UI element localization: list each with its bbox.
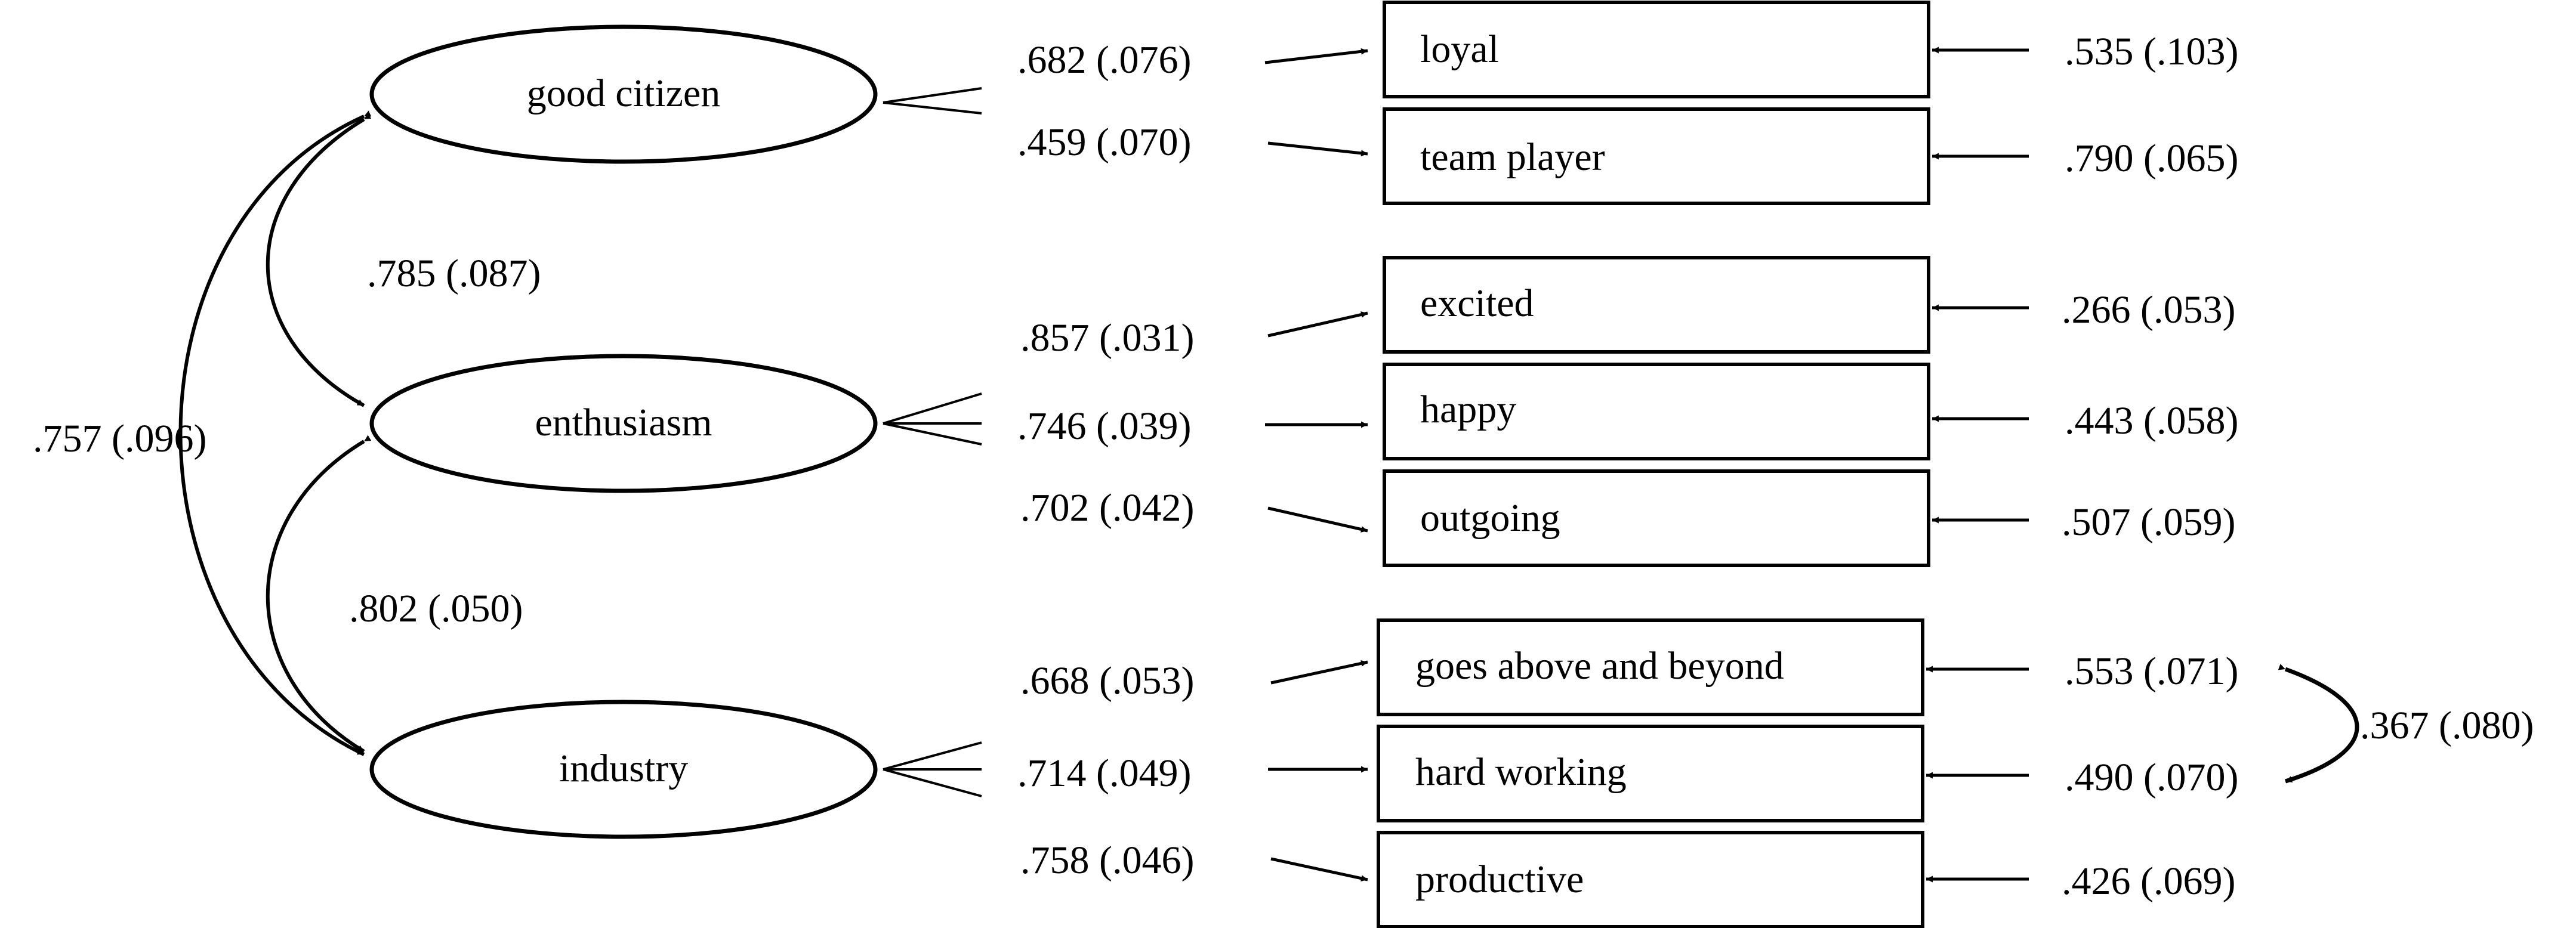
factor-ellipse [369,24,878,164]
indicator-excited: excited [1383,256,1930,354]
loading-stub-excited [883,392,982,425]
loading-label-happy: .746 (.039) [1017,404,1191,448]
factor-correlations: .785 (.087) .802 (.050) .757 (.096) [33,110,541,756]
loading-label-productive: .758 (.046) [1020,839,1194,882]
indicator-boxes: loyal team player excited happy outgoing… [1377,1,1930,928]
indicator-box [1377,618,1924,716]
corr-label-enthusiasm-industry: .802 (.050) [349,587,523,630]
residual-label-team-player: .790 (.065) [2065,137,2238,180]
loading-arrow-outgoing [1267,506,1368,533]
factor-enthusiasm: enthusiasm [369,354,878,493]
residual-label-hard-working: .490 (.070) [2065,756,2238,799]
indicator-label: happy [1420,388,1516,431]
indicator-box [1383,1,1930,98]
indicator-label: loyal [1420,27,1499,71]
corr-label-good-citizen-industry: .757 (.096) [33,417,206,460]
indicator-label: hard working [1415,750,1627,794]
residual-label-outgoing: .507 (.059) [2062,500,2235,544]
loading-stub-loyal [883,87,982,104]
loading-arrow-goes-above-and-beyond [1270,660,1368,685]
corr-arc-good-citizen-enthusiasm [266,113,372,407]
factor-ellipse [369,700,878,839]
indicator-label: excited [1420,282,1534,325]
indicator-goes-above-and-beyond: goes above and beyond [1377,618,1924,716]
indicator-team-player: team player [1383,107,1930,205]
corr-arc-good-citizen-industry [178,110,372,756]
residual-correlations: .367 (.080) [2278,664,2534,784]
factor-industry: industry [369,700,878,839]
loading-stub-team-player [883,101,982,115]
residual-label-productive: .426 (.069) [2062,859,2235,903]
loading-arrows [1264,48,1368,882]
loading-label-loyal: .682 (.076) [1017,38,1191,82]
factor-label: enthusiasm [535,401,712,444]
loading-label-goes-above-and-beyond: .668 (.053) [1020,659,1194,703]
indicator-label: team player [1420,135,1605,179]
indicator-outgoing: outgoing [1383,469,1930,567]
corr-arc-enthusiasm-industry [266,435,372,753]
residual-label-loyal: .535 (.103) [2065,30,2238,73]
loading-arrow-productive [1270,857,1368,882]
indicator-productive: productive [1377,831,1924,928]
loading-label-excited: .857 (.031) [1020,316,1194,360]
residual-label-goes-above-and-beyond: .553 (.071) [2065,649,2238,693]
indicator-hard-working: hard working [1377,725,1924,822]
indicator-box [1383,469,1930,567]
loading-stubs-good-citizen [883,87,982,115]
residual-corr-label: .367 (.080) [2360,704,2534,747]
indicator-box [1383,256,1930,354]
loading-stubs-enthusiasm [883,392,982,446]
loading-stub-productive [883,768,982,797]
factor-good-citizen: good citizen [369,24,878,164]
loading-label-hard-working: .714 (.049) [1017,751,1191,795]
residual-label-excited: .266 (.053) [2062,288,2235,332]
factor-label: industry [559,747,688,790]
residual-labels: .535 (.103) .790 (.065) .266 (.053) .443… [2062,30,2238,903]
residual-arrows [1926,47,2029,883]
loading-arrow-loyal [1264,48,1368,64]
factor-ellipse [369,354,878,493]
indicator-box [1383,363,1930,460]
indicator-label: productive [1415,858,1584,901]
loading-arrow-excited [1267,311,1368,338]
indicator-loyal: loyal [1383,1,1930,98]
indicator-label: goes above and beyond [1415,644,1784,688]
loading-label-team-player: .459 (.070) [1017,120,1191,164]
loading-stub-outgoing [883,422,982,446]
loading-labels: .682 (.076) .459 (.070) .857 (.031) .746… [1017,38,1194,882]
factor-label: good citizen [527,72,720,115]
indicator-box [1383,107,1930,205]
corr-label-good-citizen-enthusiasm: .785 (.087) [367,252,541,295]
indicator-box [1377,831,1924,928]
indicator-box [1377,725,1924,822]
loading-arrow-team-player [1267,141,1368,157]
residual-label-happy: .443 (.058) [2065,399,2238,443]
indicator-label: outgoing [1420,496,1560,540]
indicator-happy: happy [1383,363,1930,460]
loading-stubs-industry [883,741,982,797]
loading-stub-goes-above-and-beyond [883,741,982,771]
residual-corr-arc [2278,664,2359,784]
loading-label-outgoing: .702 (.042) [1020,486,1194,530]
